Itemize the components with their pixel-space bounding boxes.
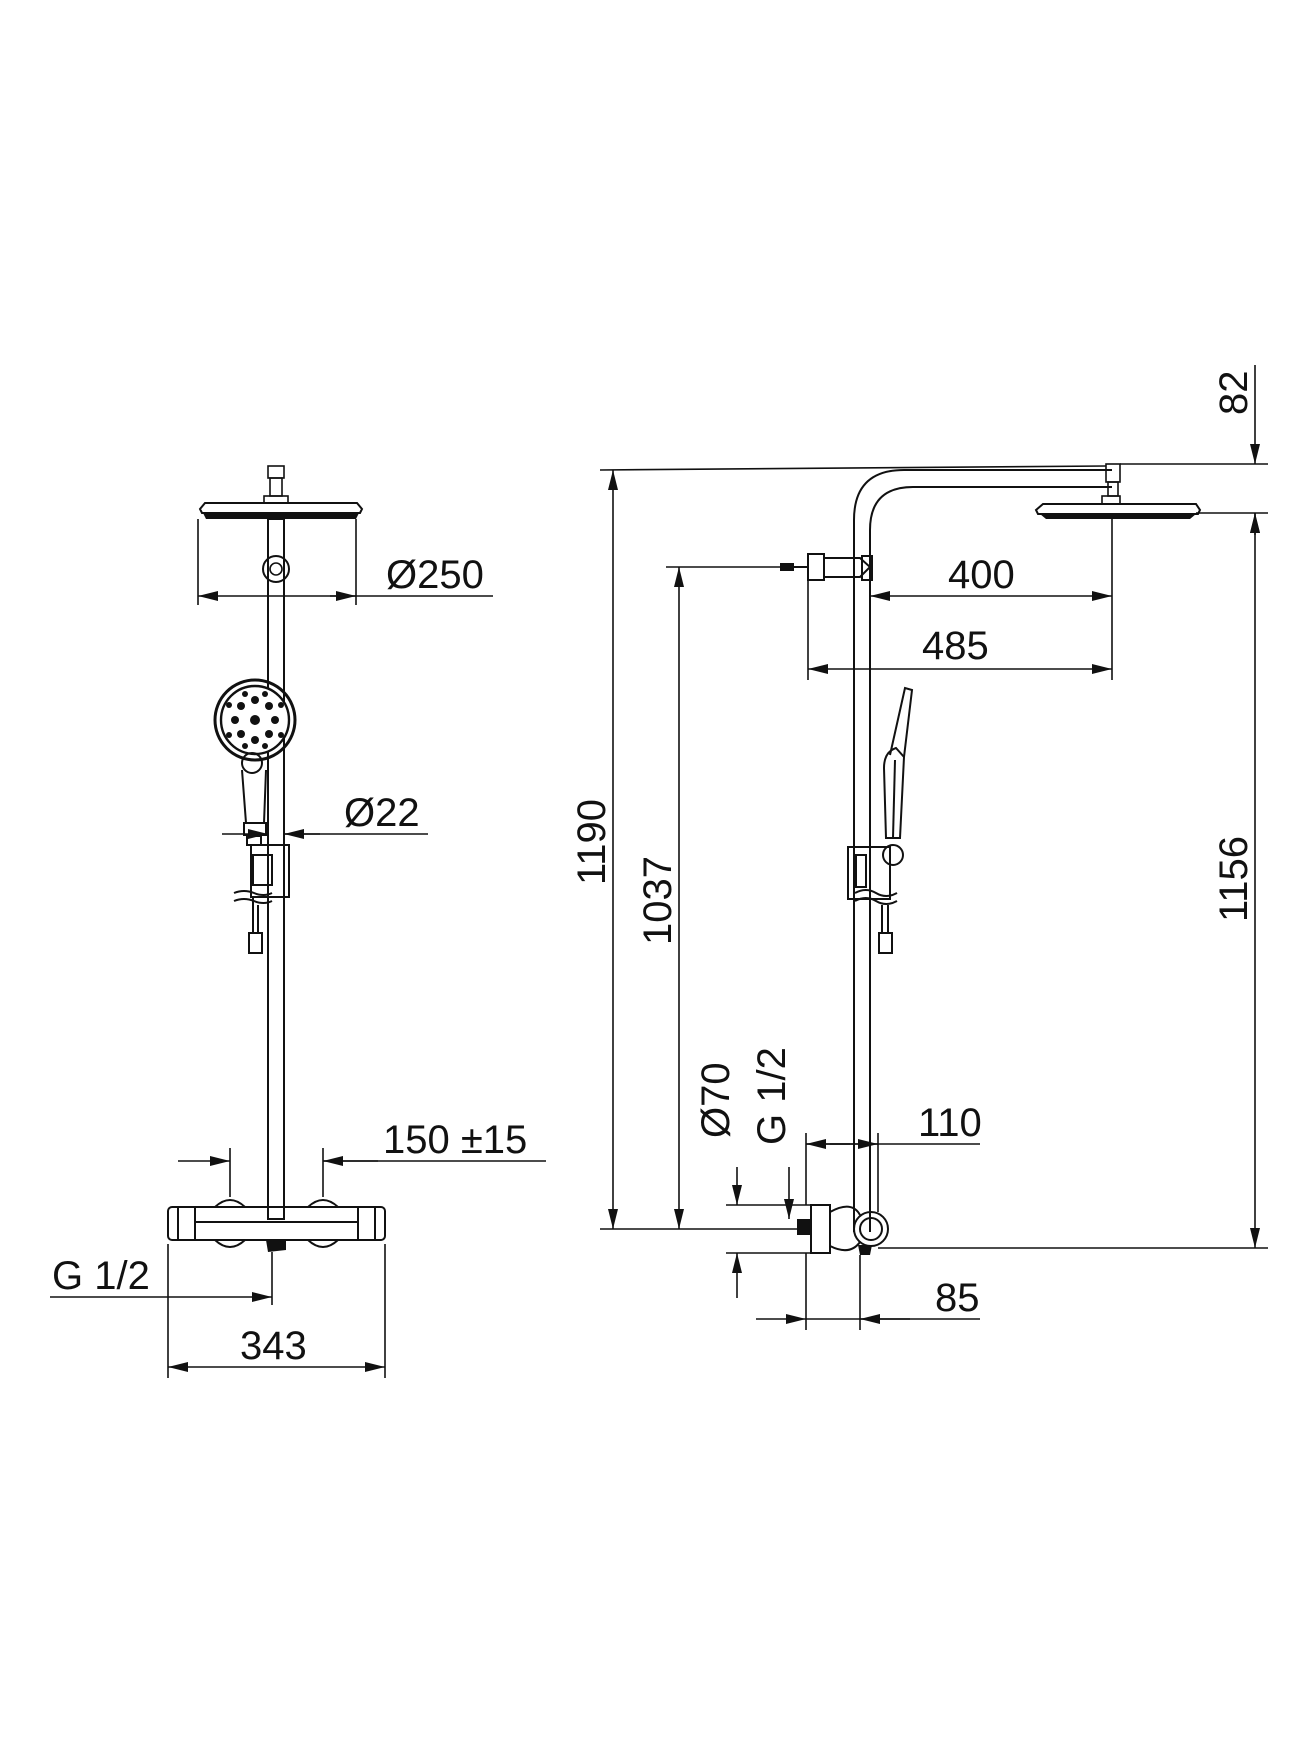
dim-arm-total-label: 485 (922, 624, 989, 668)
dim-arm-reach: 400 (870, 519, 1113, 680)
dim-top-offset: 82 (1120, 365, 1268, 535)
dim-rail-diameter: Ø22 (222, 791, 428, 839)
front-slide-rail (267, 518, 285, 1220)
dim-escutcheon-diameter-label: Ø70 (694, 1062, 738, 1138)
dim-connection-thread-label: G 1/2 (750, 1047, 794, 1145)
dim-inlet-spacing-label: 150 ±15 (383, 1118, 527, 1162)
dim-wall-offset-label: 85 (935, 1276, 980, 1320)
dim-connection-thread: G 1/2 (750, 1047, 794, 1219)
front-hose (233, 890, 273, 954)
dim-inlet-thread: G 1/2 (50, 1252, 273, 1305)
dim-arm-total: 485 (807, 580, 1112, 680)
side-hose (854, 889, 898, 954)
dim-bracket-height-label: 1037 (636, 856, 680, 945)
dim-mixer-depth: 110 (805, 1101, 982, 1212)
front-slider (246, 835, 290, 898)
dim-bracket-height: 1037 (636, 566, 780, 1229)
dim-total-height: 1190 (570, 465, 1107, 1230)
front-mixer (167, 1199, 386, 1252)
dim-inlet-spacing: 150 ±15 (178, 1118, 546, 1197)
dim-head-height-label: 1156 (1212, 836, 1256, 922)
dim-wall-offset: 85 (756, 1253, 980, 1330)
front-rail-bracket (262, 555, 290, 583)
dim-head-diameter: Ø250 (197, 519, 493, 605)
dim-mixer-width: 343 (167, 1244, 386, 1378)
dim-arm-reach-label: 400 (948, 553, 1015, 597)
dim-rail-diameter-label: Ø22 (344, 791, 420, 835)
side-view: 82 1190 1037 1156 400 (570, 365, 1268, 1330)
side-slider (847, 844, 904, 900)
dim-head-diameter-label: Ø250 (386, 553, 484, 597)
dim-mixer-width-label: 343 (240, 1324, 307, 1368)
dim-head-height: 1156 (878, 513, 1268, 1249)
side-wall-bracket (780, 553, 873, 581)
front-hand-shower (213, 678, 297, 836)
dim-top-offset-label: 82 (1212, 371, 1256, 416)
side-mixer (797, 1204, 889, 1255)
dim-total-height-label: 1190 (570, 799, 614, 885)
side-hand-shower (882, 686, 914, 839)
side-shower-head (1034, 503, 1202, 519)
dim-escutcheon-diameter: Ø70 (694, 1062, 811, 1298)
dim-mixer-depth-label: 110 (918, 1101, 982, 1145)
dim-inlet-thread-label: G 1/2 (52, 1254, 150, 1298)
front-shower-head (198, 465, 364, 519)
front-view: Ø250 Ø22 150 ±15 G 1/2 34 (50, 465, 546, 1378)
